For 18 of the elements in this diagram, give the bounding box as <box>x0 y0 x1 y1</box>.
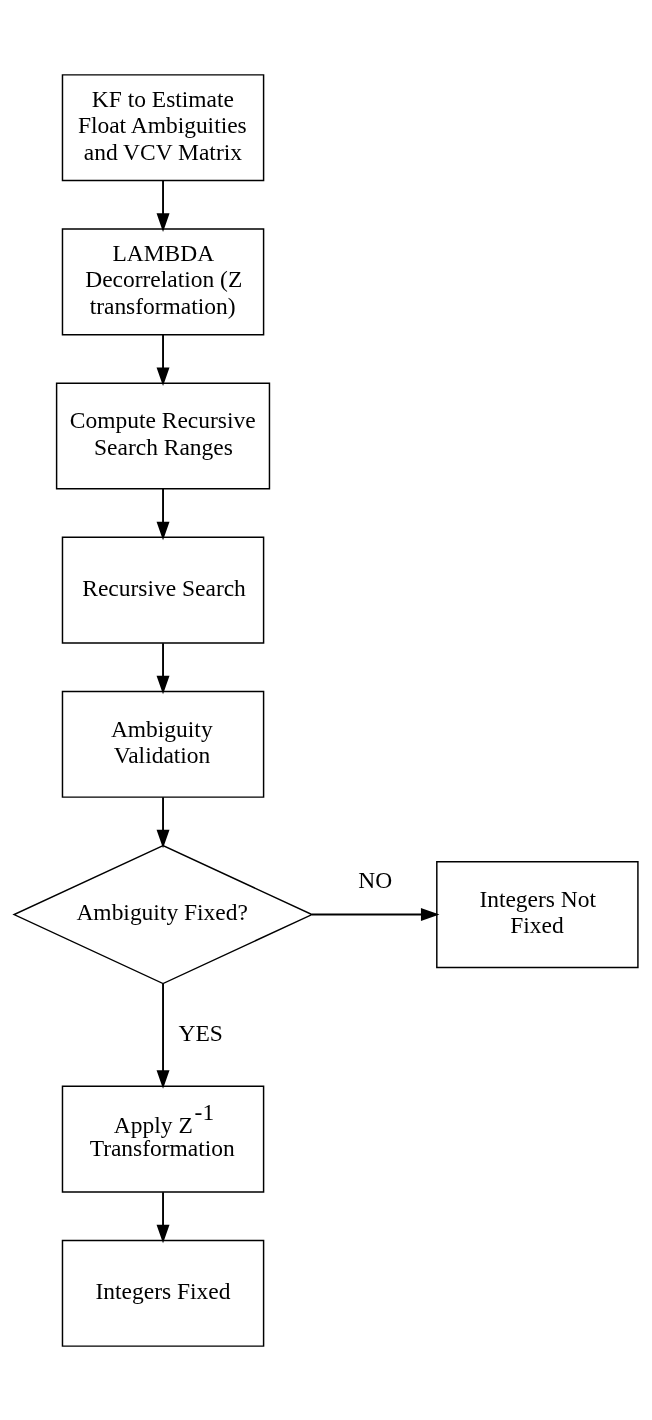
arrow <box>156 641 170 694</box>
arrow <box>156 487 170 540</box>
edge-label: NO <box>358 866 393 893</box>
node-box: Integers Fixed <box>61 1239 265 1347</box>
node-diamond: Ambiguity Fixed? <box>12 844 314 984</box>
arrow <box>311 907 440 921</box>
node-box: Ambiguity Validation <box>61 690 265 798</box>
node-box: LAMBDA Decorrelation (Z transformation) <box>61 227 265 335</box>
arrow <box>156 179 170 232</box>
node-box: Integers Not Fixed <box>436 860 639 968</box>
arrow <box>156 333 170 386</box>
edge-label: YES <box>178 1019 223 1045</box>
arrow <box>156 795 170 848</box>
node-box: Recursive Search <box>61 536 265 644</box>
node-box: Compute Recursive Search Ranges <box>55 381 271 490</box>
node-box: KF to Estimate Float Ambiguities and VCV Matrix <box>61 73 265 181</box>
arrow <box>156 1190 170 1243</box>
arrow <box>156 982 170 1089</box>
